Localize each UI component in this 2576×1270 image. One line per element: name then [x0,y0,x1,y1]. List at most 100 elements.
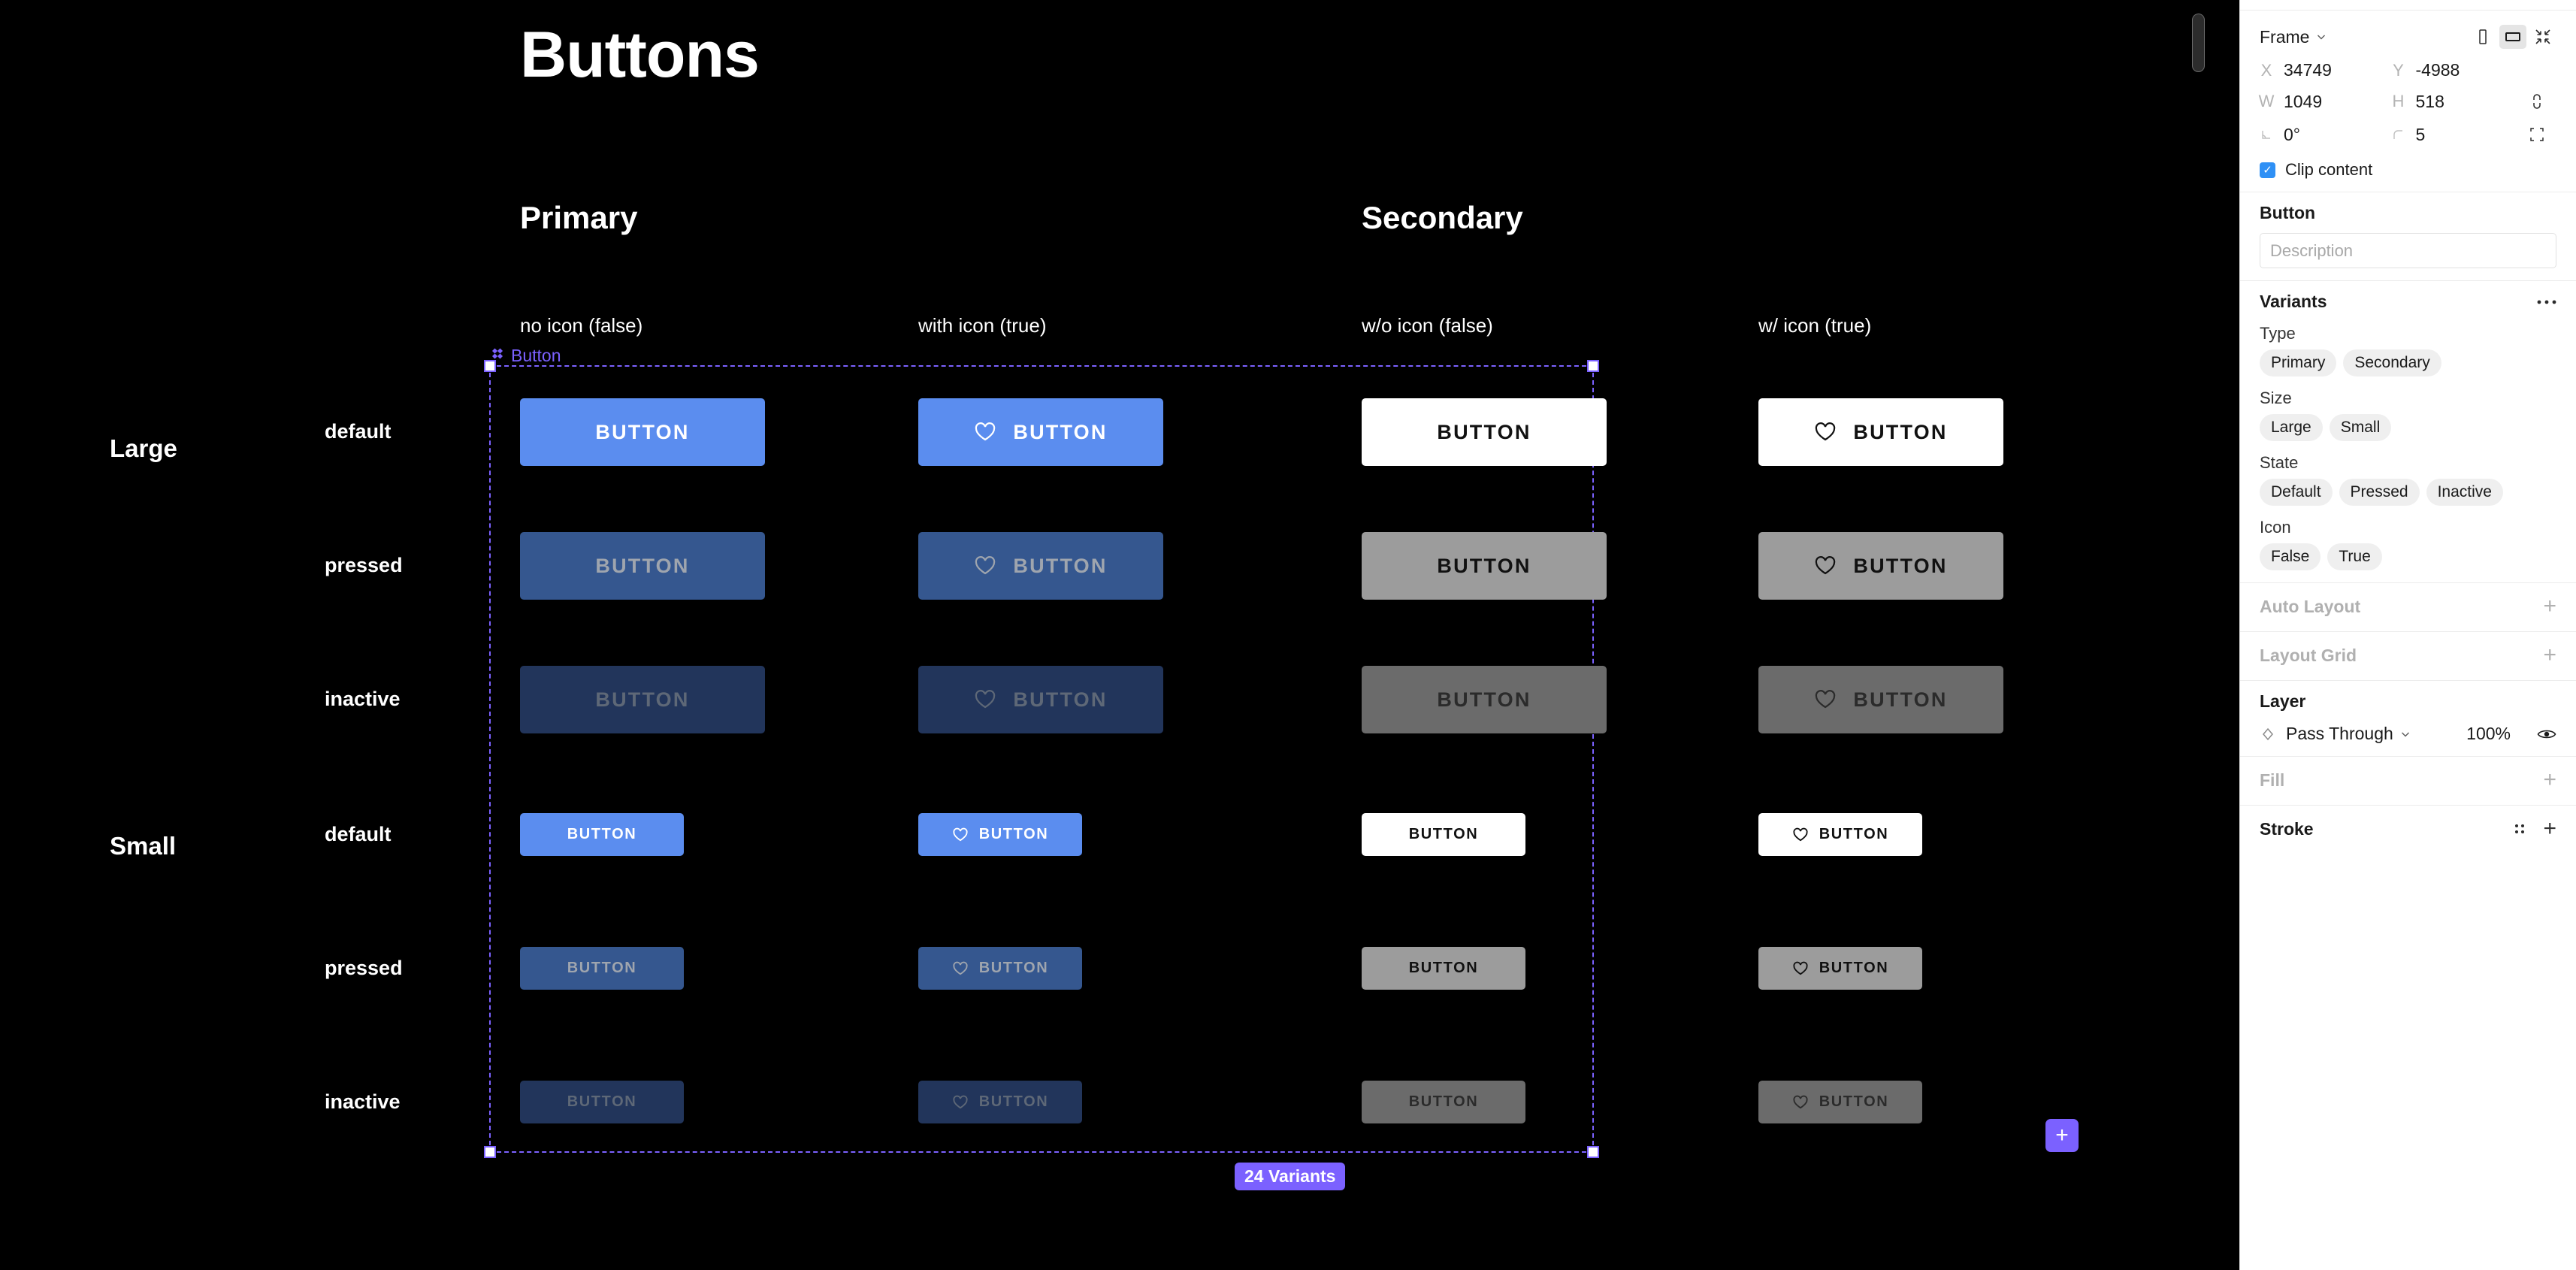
variants-count-badge: 24 Variants [1235,1163,1346,1190]
component-set-label: Button [511,346,561,365]
add-layout-grid-button[interactable]: + [2543,643,2556,667]
x-value: 34749 [2284,60,2332,80]
variant-chip-inactive[interactable]: Inactive [2426,479,2503,506]
height-value: 518 [2415,91,2444,111]
rotation-field[interactable]: 0° [2260,125,2392,145]
variant-chip-small[interactable]: Small [2329,414,2392,441]
y-label: Y [2393,60,2404,80]
variant-chip-true[interactable]: True [2327,543,2382,570]
variant-button-secondary-large-default-icon-false[interactable]: BUTTON [1362,398,1607,466]
variant-button-secondary-large-pressed-icon-false[interactable]: BUTTON [1362,532,1607,600]
variant-chip-false[interactable]: False [2260,543,2321,570]
blend-mode-dropdown[interactable]: Pass Through [2286,724,2411,744]
component-set-name[interactable]: Button [489,346,561,366]
variant-button-secondary-small-inactive-icon-true[interactable]: BUTTON [1758,1081,1922,1123]
variant-button-secondary-large-default-icon-true[interactable]: BUTTON [1758,398,2003,466]
layer-title: Layer [2260,691,2306,711]
size-label-large: Large [110,434,177,462]
column-header-0: no icon (false) [520,314,643,337]
variant-button-primary-large-inactive-icon-false[interactable]: BUTTON [520,666,765,733]
group-title-primary: Primary [520,200,638,235]
clip-content-checkbox[interactable]: ✓ [2260,162,2275,178]
variant-button-label: BUTTON [978,1093,1049,1110]
variant-chip-pressed[interactable]: Pressed [2339,479,2420,506]
variant-button-label: BUTTON [1853,554,1948,577]
width-label: W [2258,92,2275,110]
add-fill-button[interactable]: + [2543,767,2556,792]
corner-radius-icon [2392,129,2405,141]
variant-button-secondary-small-inactive-icon-false[interactable]: BUTTON [1362,1081,1525,1123]
variant-button-secondary-large-pressed-icon-true[interactable]: BUTTON [1758,532,2003,600]
resize-handle-bottom-right[interactable] [1587,1146,1599,1158]
stroke-style-icon[interactable] [2513,822,2526,836]
heart-icon [1814,555,1837,576]
variant-button-primary-small-pressed-icon-true[interactable]: BUTTON [918,947,1082,990]
state-label-row-3: default [325,822,392,845]
add-stroke-button[interactable]: + [2543,816,2556,841]
heart-icon [952,827,969,842]
collapse-to-fit-icon[interactable] [2529,25,2556,49]
clip-content-label: Clip content [2285,160,2373,179]
portrait-orientation-button[interactable] [2469,25,2496,49]
canvas-vertical-scrollbar[interactable] [2192,14,2205,72]
variant-button-secondary-small-pressed-icon-true[interactable]: BUTTON [1758,947,1922,990]
chevron-down-icon [2315,31,2327,43]
column-header-3: w/ icon (true) [1758,314,1872,337]
y-position-field[interactable]: Y -4988 [2392,60,2524,80]
variant-chip-large[interactable]: Large [2260,414,2323,441]
variant-button-primary-small-default-icon-true[interactable]: BUTTON [918,813,1082,856]
independent-corners-icon[interactable] [2523,122,2550,147]
variant-button-primary-small-inactive-icon-false[interactable]: BUTTON [520,1081,684,1123]
heart-icon [974,689,996,710]
state-label-row-0: default [325,420,392,443]
variant-chip-default[interactable]: Default [2260,479,2333,506]
clip-content-row[interactable]: ✓ Clip content [2260,160,2556,180]
y-value: -4988 [2415,60,2460,80]
variants-more-options-icon[interactable] [2537,299,2556,305]
landscape-orientation-button[interactable] [2499,25,2526,49]
auto-layout-section: Auto Layout + [2240,583,2576,632]
auto-layout-title: Auto Layout [2260,596,2361,616]
object-type-dropdown[interactable]: Frame [2260,27,2327,47]
x-position-field[interactable]: X 34749 [2260,60,2392,80]
variant-button-primary-small-default-icon-false[interactable]: BUTTON [520,813,684,856]
chevron-down-icon [2399,728,2411,740]
variant-button-primary-large-default-icon-true[interactable]: BUTTON [918,398,1163,466]
variant-button-secondary-large-inactive-icon-false[interactable]: BUTTON [1362,666,1607,733]
variant-button-label: BUTTON [1013,688,1108,711]
variant-chip-secondary[interactable]: Secondary [2343,349,2441,376]
component-name: Button [2260,203,2316,222]
constrain-proportions-icon[interactable] [2523,89,2550,113]
corner-radius-value: 5 [2415,124,2426,144]
add-auto-layout-button[interactable]: + [2543,594,2556,618]
rotation-value: 0° [2284,124,2300,144]
variant-button-label: BUTTON [595,554,690,577]
variant-button-label: BUTTON [1437,420,1531,443]
page-title: Buttons [520,19,760,91]
add-variant-button[interactable]: + [2045,1119,2079,1152]
heart-icon [974,422,996,443]
description-input[interactable]: Description [2260,233,2556,268]
variant-button-primary-large-pressed-icon-true[interactable]: BUTTON [918,532,1163,600]
variant-button-secondary-large-inactive-icon-true[interactable]: BUTTON [1758,666,2003,733]
variant-button-secondary-small-default-icon-true[interactable]: BUTTON [1758,813,1922,856]
variant-button-secondary-small-pressed-icon-false[interactable]: BUTTON [1362,947,1525,990]
variant-button-primary-small-pressed-icon-false[interactable]: BUTTON [520,947,684,990]
variant-button-primary-large-pressed-icon-false[interactable]: BUTTON [520,532,765,600]
variant-button-primary-large-default-icon-false[interactable]: BUTTON [520,398,765,466]
height-field[interactable]: H 518 [2392,92,2524,112]
corner-radius-field[interactable]: 5 [2392,125,2524,145]
resize-handle-bottom-left[interactable] [484,1146,496,1158]
layer-visibility-icon[interactable] [2537,727,2556,741]
layer-opacity-value[interactable]: 100% [2466,724,2511,743]
variant-button-primary-large-inactive-icon-true[interactable]: BUTTON [918,666,1163,733]
variant-button-primary-small-inactive-icon-true[interactable]: BUTTON [918,1081,1082,1123]
variant-button-secondary-small-default-icon-false[interactable]: BUTTON [1362,813,1525,856]
variant-button-label: BUTTON [978,826,1049,842]
layout-grid-title: Layout Grid [2260,645,2357,665]
variant-chip-primary[interactable]: Primary [2260,349,2337,376]
width-field[interactable]: W 1049 [2258,92,2392,112]
resize-handle-top-right[interactable] [1587,360,1599,372]
